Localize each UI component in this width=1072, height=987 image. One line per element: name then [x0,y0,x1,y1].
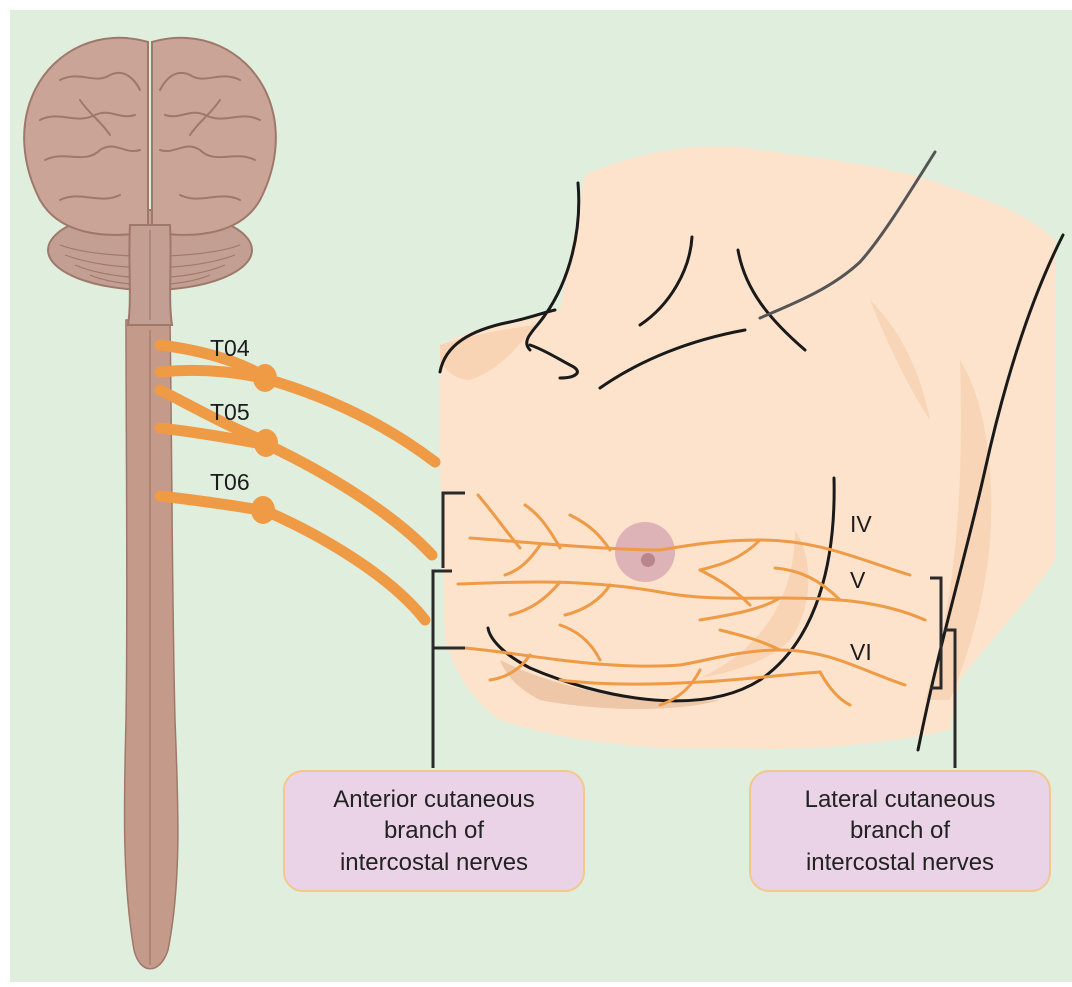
lateral-cutaneous-label-box: Lateral cutaneous branch of intercostal … [749,770,1051,892]
spinal-level-label-t05: T05 [210,401,250,424]
spinal-level-label-t06: T06 [210,471,250,494]
spinal-cord [124,320,177,969]
lateral-box-line-2: branch of [850,815,950,846]
intercostal-level-label-vi: VI [850,641,872,664]
anterior-box-line-2: branch of [384,815,484,846]
anterior-cutaneous-label-box: Anterior cutaneous branch of intercostal… [283,770,585,892]
anterior-box-line-1: Anterior cutaneous [333,784,534,815]
spinal-level-label-t04: T04 [210,337,250,360]
intercostal-level-label-iv: IV [850,513,872,536]
lateral-box-line-3: intercostal nerves [806,847,994,878]
areola [615,522,675,582]
lateral-box-line-1: Lateral cutaneous [805,784,996,815]
intercostal-level-label-v: V [850,569,865,592]
anterior-box-line-3: intercostal nerves [340,847,528,878]
